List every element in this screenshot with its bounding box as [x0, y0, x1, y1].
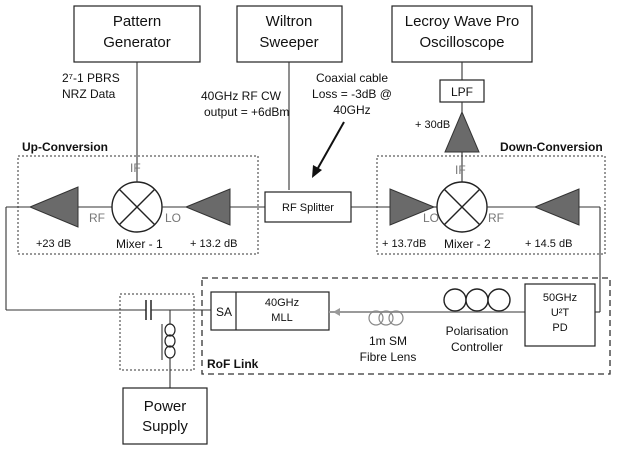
- up-conversion-box: [17, 155, 259, 255]
- amplifier-14-5db: [533, 188, 580, 226]
- mixer-1: [111, 181, 163, 233]
- polarisation-label-1: Polarisation: [446, 324, 509, 338]
- coax-label-2: Loss = -3dB @: [312, 87, 392, 101]
- oscilloscope: Lecroy Wave Pro Oscilloscope: [391, 5, 533, 63]
- mll-label-1: 40GHz: [265, 297, 299, 309]
- gain-13-2db-label: + 13.2 dB: [190, 238, 237, 250]
- oscilloscope-label-1: Lecroy Wave Pro: [405, 13, 520, 30]
- amplifier-13-2db: [184, 188, 231, 226]
- down-conversion-box: [376, 155, 606, 255]
- amplifier-30db: [444, 110, 480, 153]
- lpf-box: LPF: [439, 79, 485, 103]
- mixer2-rf-label: RF: [488, 211, 504, 225]
- mll-label-2: MLL: [271, 312, 292, 324]
- wiltron-sweeper: Wiltron Sweeper: [236, 5, 343, 63]
- coax-label-1: Coaxial cable: [316, 71, 388, 85]
- gain-23db-label: +23 dB: [36, 238, 71, 250]
- gain-30db-label: + 30dB: [415, 119, 450, 131]
- coax-arrow: [312, 121, 345, 178]
- pattern-generator: Pattern Generator: [73, 5, 201, 63]
- fibre-spool-icon: [368, 310, 404, 326]
- capacitor-icon: [145, 300, 152, 320]
- pattern-generator-label-2: Generator: [103, 34, 171, 51]
- mixer1-label: Mixer - 1: [116, 237, 163, 251]
- rf-cw-label: 40GHz RF CW: [201, 89, 282, 103]
- power-supply-label-2: Supply: [142, 418, 188, 435]
- mll-laser: SA 40GHz MLL: [210, 291, 330, 331]
- power-supply: Power Supply: [122, 387, 208, 445]
- sm-fibre-label-1: 1m SM: [369, 334, 407, 348]
- pattern-generator-label-1: Pattern: [113, 13, 161, 30]
- mixer1-lo-label: LO: [165, 211, 181, 225]
- power-supply-label-1: Power: [144, 398, 187, 415]
- mixer-2: [436, 181, 488, 233]
- polarisation-controller-icon: [443, 288, 511, 312]
- pbrs-label: 2⁷-1 PBRS: [62, 71, 120, 85]
- coax-label-3: 40GHz: [333, 103, 370, 117]
- sweeper-label-2: Sweeper: [259, 34, 318, 51]
- bias-tee-box: [119, 293, 195, 371]
- mixer2-if-label: IF: [455, 163, 466, 177]
- gain-14-5db-label: + 14.5 dB: [525, 238, 572, 250]
- amplifier-13-7db: [389, 188, 436, 226]
- mixer2-lo-label: LO: [423, 211, 439, 225]
- down-conversion-label: Down-Conversion: [500, 140, 603, 154]
- mixer1-if-label: IF: [130, 161, 141, 175]
- photodiode: 50GHz U²T PD: [524, 283, 596, 347]
- rof-link-box: [201, 277, 611, 375]
- nrz-label: NRZ Data: [62, 87, 116, 101]
- lpf-label: LPF: [451, 85, 473, 99]
- mixer2-label: Mixer - 2: [444, 237, 491, 251]
- oscilloscope-label-2: Oscilloscope: [419, 34, 504, 51]
- rf-cw-power-label: output = +6dBm: [204, 105, 289, 119]
- sweeper-label-1: Wiltron: [266, 13, 313, 30]
- up-conversion-label: Up-Conversion: [22, 140, 108, 154]
- polarisation-label-2: Controller: [451, 340, 503, 354]
- pd-label-1: 50GHz: [543, 292, 577, 304]
- pd-label-3: PD: [552, 322, 567, 334]
- pd-label-2: U²T: [551, 307, 570, 319]
- amplifier-23db: [28, 186, 79, 228]
- sa-label: SA: [216, 305, 232, 319]
- gain-13-7db-label: + 13.7dB: [382, 238, 426, 250]
- mixer1-rf-label: RF: [89, 211, 105, 225]
- rof-link-label: RoF Link: [207, 357, 259, 371]
- sm-fibre-label-2: Fibre Lens: [360, 350, 417, 364]
- inductor-icon: [161, 323, 176, 360]
- rf-splitter: RF Splitter: [264, 191, 352, 223]
- rf-splitter-label: RF Splitter: [282, 202, 334, 214]
